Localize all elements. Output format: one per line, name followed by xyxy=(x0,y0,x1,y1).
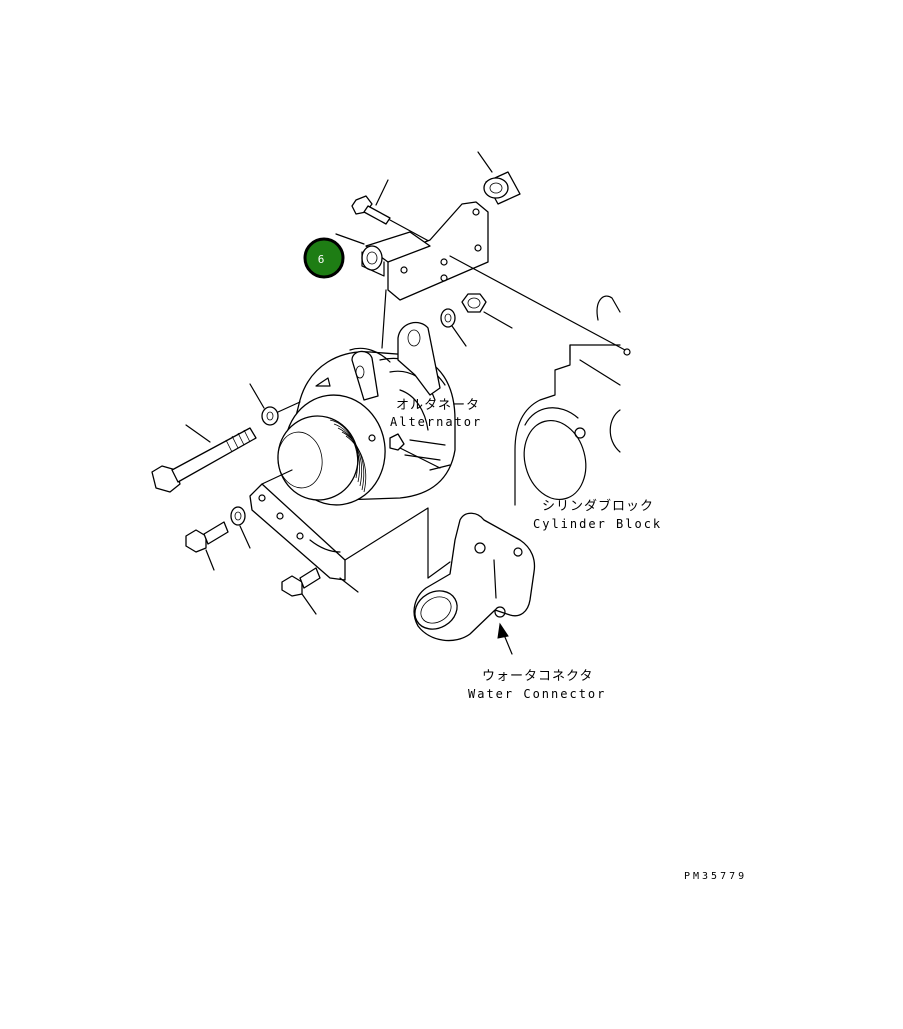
top-bolt xyxy=(351,179,461,259)
callout-number: 6 xyxy=(318,253,325,266)
bottom-bolts xyxy=(185,506,321,615)
long-bolt xyxy=(151,383,301,493)
label-cylinder-block-en: Cylinder Block xyxy=(533,517,662,531)
label-water-connector-ja: ウォータコネクタ xyxy=(482,669,593,684)
callout-circle xyxy=(303,237,345,279)
cylinder-block xyxy=(514,295,621,506)
nut-and-washer xyxy=(440,293,513,347)
label-cylinder-block-ja: シリンダブロック xyxy=(542,498,654,514)
label-alternator-en: Alternator xyxy=(390,415,482,429)
alternator-bracket xyxy=(335,201,631,356)
alternator xyxy=(277,321,456,506)
label-alternator-ja: オルタネータ xyxy=(396,398,480,413)
spacer-collar xyxy=(477,151,521,205)
drawing-code: PM35779 xyxy=(684,871,747,882)
adjusting-plate xyxy=(249,469,429,593)
label-water-connector-en: Water Connector xyxy=(468,687,606,701)
water-connector xyxy=(413,512,536,655)
callout-6[interactable]: 6 xyxy=(303,237,345,279)
